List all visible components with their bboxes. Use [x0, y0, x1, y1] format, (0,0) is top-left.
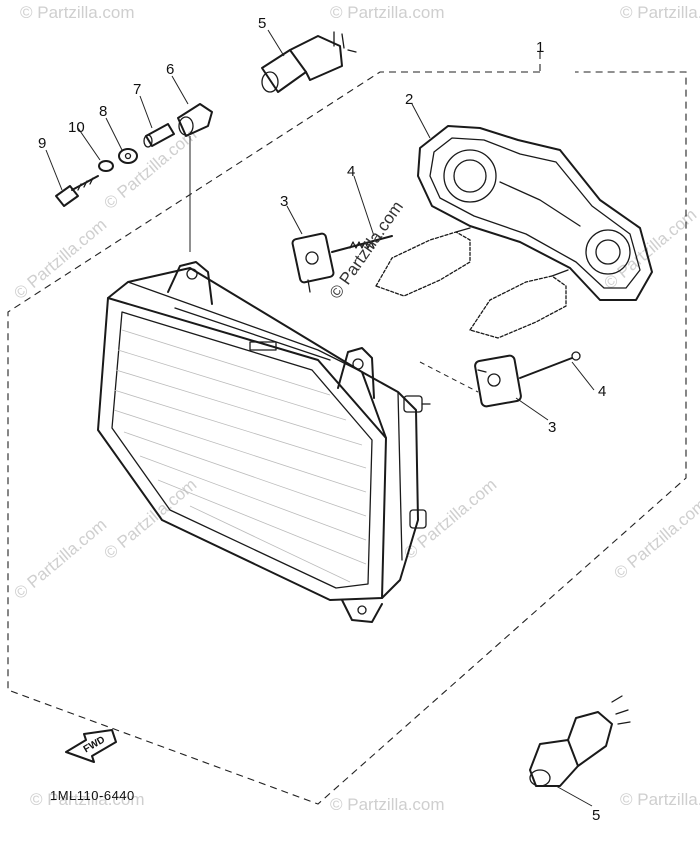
callout-2: 2 — [405, 91, 413, 108]
bulb-outline-ghost — [375, 227, 569, 339]
callout-5: 5 — [592, 807, 600, 824]
bulb-housing-cover — [417, 125, 653, 301]
drawing-code: 1ML110-6440 — [50, 788, 135, 803]
watermark: © Partzilla.com — [620, 3, 700, 22]
watermark: © Partzilla.com — [20, 3, 135, 22]
callout-3: 3 — [548, 419, 556, 436]
mount-tab-right — [337, 347, 375, 399]
adjuster-screw-left — [331, 235, 393, 253]
watermark: © Partzilla.com — [620, 790, 700, 809]
adjuster-screw-right — [519, 351, 581, 379]
mount-tab-lower — [341, 599, 383, 623]
callout-9: 9 — [38, 135, 46, 152]
watermark: © Partzilla.com — [610, 495, 700, 583]
forward-direction-arrow: FWD — [65, 729, 117, 763]
mount-tab-upper — [167, 261, 213, 305]
callout-labels: 1 2 3 3 4 4 5 5 6 7 8 9 10 — [38, 15, 606, 824]
assembly-boundary — [7, 71, 687, 805]
callout-5: 5 — [258, 15, 266, 32]
callout-8: 8 — [99, 103, 107, 120]
adjuster-bracket-right — [474, 354, 522, 408]
callout-6: 6 — [166, 61, 174, 78]
headlight-unit — [97, 261, 431, 623]
watermark: © Partzilla.com — [330, 3, 445, 22]
watermark: © Partzilla.com — [100, 475, 200, 563]
callout-7: 7 — [133, 81, 141, 98]
bulb-bottom — [529, 695, 631, 787]
callout-4: 4 — [347, 163, 355, 180]
grommet — [177, 103, 213, 137]
bulb-top — [261, 31, 357, 93]
headlight-lens — [97, 297, 387, 601]
adjuster-bracket-left — [291, 232, 335, 293]
lock-washer — [98, 160, 114, 172]
callout-4: 4 — [598, 383, 606, 400]
collar — [143, 123, 175, 148]
watermark: © Partzilla.com — [10, 515, 110, 603]
watermark: © Partzilla.com — [600, 205, 700, 293]
watermark: © Partzilla.com — [330, 795, 445, 814]
callout-10: 10 — [68, 119, 85, 136]
callout-leaders — [45, 29, 595, 807]
watermark: © Partzilla.com — [100, 125, 200, 213]
watermark: © Partzilla.com — [10, 215, 110, 303]
watermark: © Partzilla.com — [30, 790, 145, 809]
bolt — [55, 175, 99, 207]
washer — [118, 148, 138, 164]
callout-1: 1 — [536, 39, 544, 56]
watermark: © Partzilla.com — [400, 475, 500, 563]
callout-3: 3 — [280, 193, 288, 210]
